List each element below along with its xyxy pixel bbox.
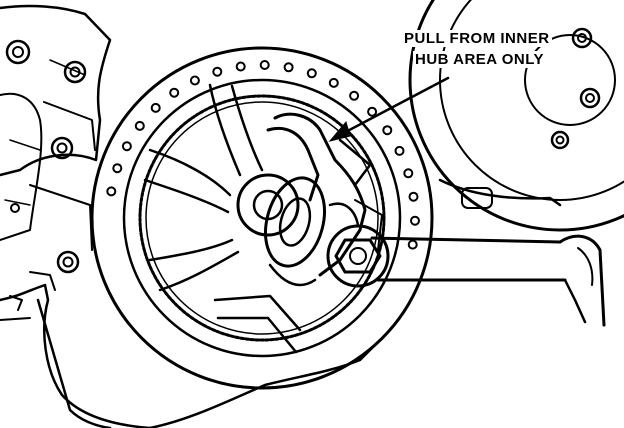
pulley-bolt	[550, 130, 570, 150]
timing-hole	[410, 215, 420, 226]
timing-hole	[328, 77, 339, 88]
timing-hole	[189, 75, 200, 86]
oil-pan-housing	[0, 271, 382, 428]
timing-hole	[112, 163, 123, 174]
timing-hole	[259, 60, 270, 70]
callout-text-line-2: HUB AREA ONLY	[413, 51, 547, 68]
timing-hole	[134, 120, 145, 131]
socket-nut	[326, 224, 390, 288]
casting-bolt	[56, 250, 80, 274]
timing-hole	[394, 145, 405, 156]
water-pump-pulley	[408, 0, 624, 232]
timing-hole	[408, 191, 419, 202]
casting-bolt	[5, 39, 31, 65]
timing-hole	[407, 239, 418, 250]
timing-hole	[235, 61, 246, 72]
timing-hole	[306, 68, 317, 79]
timing-hole	[121, 141, 132, 152]
timing-hole	[367, 106, 378, 117]
timing-hole	[283, 62, 294, 73]
casting-bolt	[63, 60, 87, 84]
pulley-bolt	[571, 27, 593, 49]
callout-arrow	[328, 76, 450, 142]
breaker-bar	[326, 224, 606, 327]
crankshaft-damper	[90, 46, 434, 390]
timing-hole	[106, 186, 117, 197]
timing-hole	[150, 102, 161, 113]
callout-text-line-1: PULL FROM INNER	[402, 30, 552, 47]
casting-bolt	[50, 136, 74, 160]
timing-hole	[349, 90, 360, 101]
puller-tool	[264, 112, 367, 287]
pulley-bolt	[579, 87, 601, 109]
timing-hole	[169, 87, 180, 98]
timing-hole-ring	[106, 60, 420, 250]
timing-hole	[212, 66, 223, 77]
timing-hole	[403, 168, 414, 179]
damper-spokes	[143, 83, 383, 354]
timing-hole	[382, 125, 393, 136]
engine-block-casting	[0, 4, 112, 274]
